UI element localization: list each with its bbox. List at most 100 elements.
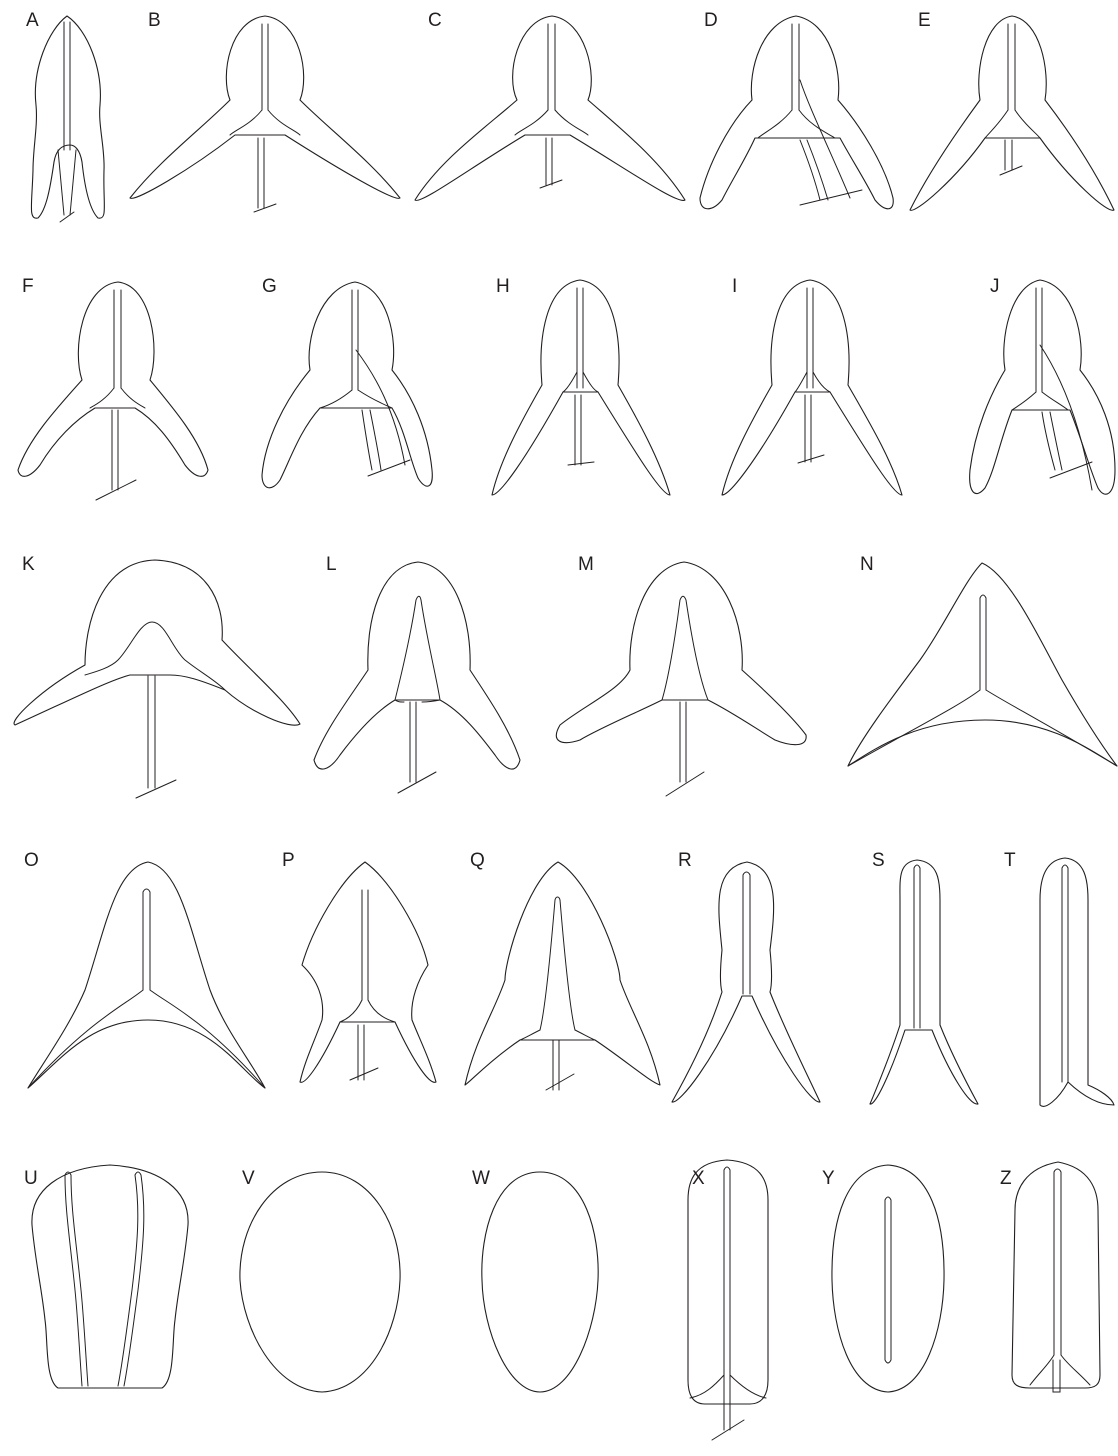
leaf-midrib-c bbox=[548, 24, 555, 110]
leaf-outline-y bbox=[832, 1165, 944, 1392]
cut-stem-c bbox=[540, 180, 562, 188]
panel-label-r: R bbox=[678, 850, 692, 871]
leaf-midrib-s bbox=[914, 865, 920, 1028]
leaf-outline-s bbox=[870, 860, 978, 1104]
panel-label-j: J bbox=[990, 276, 1000, 297]
panel-label-o: O bbox=[24, 850, 39, 871]
panel-label-k: K bbox=[22, 554, 35, 575]
cut-stem-f bbox=[96, 480, 136, 500]
overlap-lobe-j bbox=[1040, 345, 1092, 490]
cut-stem-j bbox=[1050, 462, 1092, 478]
panel-label-w: W bbox=[472, 1168, 490, 1189]
leaf-midrib-x bbox=[724, 1167, 730, 1380]
panel-j: J bbox=[970, 276, 1115, 494]
leaf-outline-r bbox=[672, 862, 820, 1102]
leaf-midrib-e bbox=[1008, 24, 1015, 110]
leaf-midrib-n bbox=[980, 595, 986, 690]
leaf-outline-a bbox=[31, 16, 104, 218]
panel-w: W bbox=[472, 1168, 598, 1392]
panel-label-a: A bbox=[26, 10, 39, 31]
panel-label-v: V bbox=[242, 1168, 255, 1189]
leaf-midrib-r bbox=[743, 872, 750, 994]
panel-e: E bbox=[910, 10, 1114, 210]
panel-l: L bbox=[314, 554, 520, 793]
panel-s: S bbox=[870, 850, 978, 1104]
panel-p: P bbox=[282, 850, 436, 1082]
panel-label-i: I bbox=[732, 276, 737, 297]
panel-o: O bbox=[24, 850, 265, 1088]
panel-q: Q bbox=[465, 850, 660, 1090]
panel-i: I bbox=[722, 276, 902, 495]
leaf-midrib-y bbox=[885, 1197, 891, 1363]
leaf-lobe-veins-e bbox=[985, 110, 1040, 170]
panel-label-t: T bbox=[1004, 850, 1016, 871]
panel-a: A bbox=[26, 10, 104, 222]
leaf-stem-k bbox=[148, 676, 155, 788]
panel-label-m: M bbox=[578, 554, 594, 575]
leaf-lobe-veins-n bbox=[848, 690, 1117, 766]
panel-m: M bbox=[556, 554, 806, 796]
leaf-stem-l bbox=[395, 700, 440, 782]
leaf-base-veins-x bbox=[690, 1375, 766, 1430]
leaf-outline-o bbox=[28, 862, 265, 1088]
leaf-outline-z bbox=[1012, 1162, 1100, 1388]
leaf-midrib-f bbox=[114, 290, 121, 388]
leaf-outline-q bbox=[465, 862, 660, 1085]
panel-n: N bbox=[848, 554, 1117, 766]
leaf-outline-b bbox=[130, 16, 400, 198]
cut-stem-d bbox=[800, 190, 862, 205]
leaf-midrib-p bbox=[362, 890, 368, 1000]
cut-stem-e bbox=[1000, 166, 1022, 175]
leaf-outline-w bbox=[482, 1172, 598, 1392]
leaf-midrib-d bbox=[792, 24, 799, 110]
panel-label-p: P bbox=[282, 850, 295, 871]
leaf-outline-f bbox=[18, 282, 208, 476]
leaf-midrib-h bbox=[577, 288, 583, 388]
leaf-lobe-veins-h bbox=[563, 372, 598, 465]
panel-t: T bbox=[1004, 850, 1114, 1106]
panel-h: H bbox=[492, 276, 670, 495]
leaf-midrib-i bbox=[807, 288, 813, 388]
leaf-midrib-m bbox=[662, 596, 708, 700]
leaf-outline-t bbox=[1040, 858, 1114, 1106]
panel-label-b: B bbox=[148, 10, 161, 31]
panel-label-q: Q bbox=[470, 850, 485, 871]
leaf-outline-c bbox=[415, 16, 685, 200]
leaf-midrib-t bbox=[1062, 865, 1068, 1082]
leaf-outline-k bbox=[14, 560, 300, 725]
panel-v: V bbox=[240, 1168, 400, 1392]
panel-label-g: G bbox=[262, 276, 277, 297]
panel-label-n: N bbox=[860, 554, 874, 575]
panel-d: D bbox=[700, 10, 893, 209]
panel-u: U bbox=[24, 1165, 188, 1388]
leaf-outline-m bbox=[556, 562, 806, 745]
leaf-lobe-veins-p bbox=[340, 1000, 395, 1080]
panel-label-y: Y bbox=[822, 1168, 835, 1189]
cut-stem-q bbox=[546, 1074, 574, 1090]
cut-stem-a bbox=[60, 212, 74, 222]
panel-k: K bbox=[14, 554, 300, 798]
leaf-midrib-a bbox=[64, 22, 70, 150]
leaf-midrib-j bbox=[1036, 288, 1042, 392]
cut-stem-l bbox=[398, 772, 436, 793]
leaf-lobe-veins-g bbox=[320, 390, 392, 470]
leaf-lobe-veins-a bbox=[58, 150, 76, 215]
leaf-outline-i bbox=[722, 280, 902, 495]
leaf-outline-g bbox=[262, 282, 432, 488]
panel-label-z: Z bbox=[1000, 1168, 1012, 1189]
leaf-lobe-veins-c bbox=[515, 110, 588, 185]
panel-b: B bbox=[130, 10, 400, 212]
panel-label-h: H bbox=[496, 276, 510, 297]
leaf-outline-x bbox=[688, 1160, 768, 1404]
leaf-outline-d bbox=[700, 16, 893, 209]
leaf-vein-right-u bbox=[118, 1172, 144, 1386]
cut-stem-b bbox=[254, 204, 276, 212]
cut-stem-x bbox=[712, 1420, 744, 1440]
cut-stem-m bbox=[666, 772, 704, 796]
leaf-midrib-g bbox=[352, 290, 358, 390]
leaf-midrib-q bbox=[540, 897, 575, 1030]
panel-label-s: S bbox=[872, 850, 885, 871]
panel-y: Y bbox=[822, 1165, 944, 1392]
panel-label-e: E bbox=[918, 10, 931, 31]
